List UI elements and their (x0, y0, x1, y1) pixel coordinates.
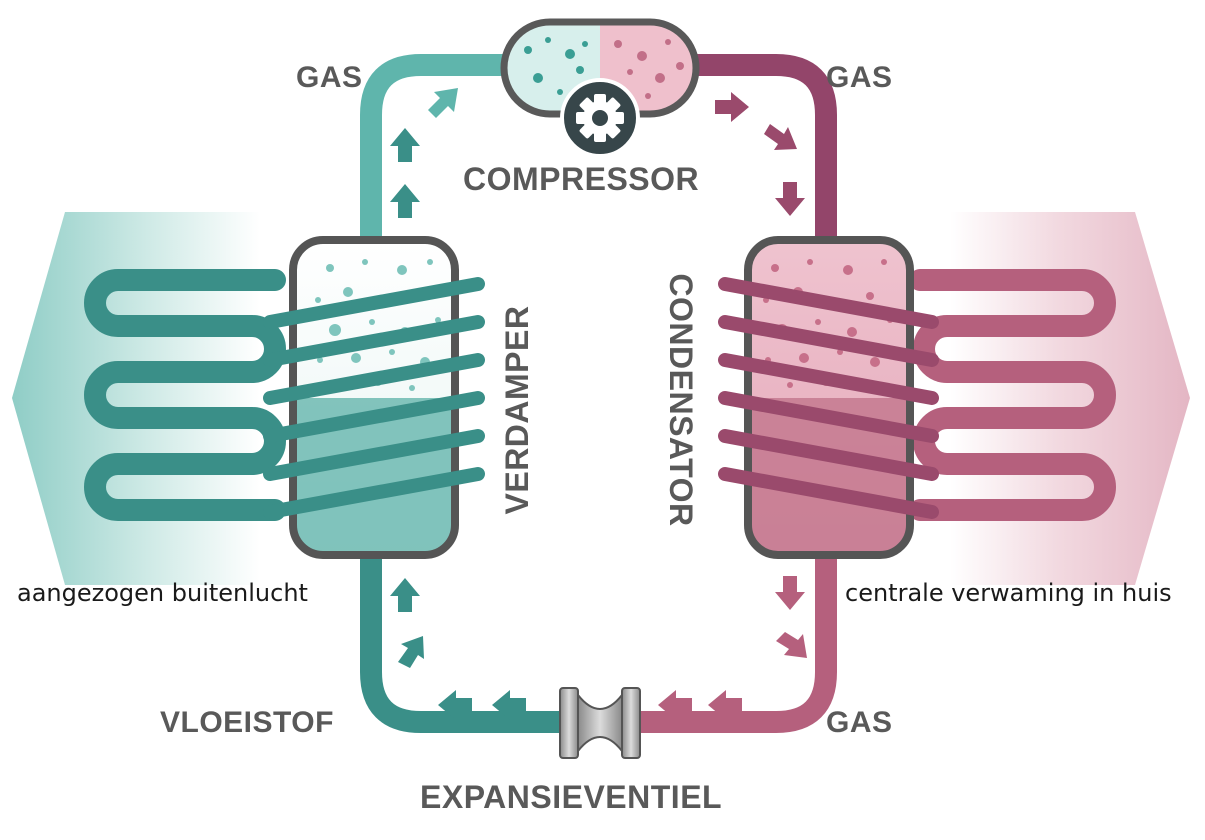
flow-arrows-warm (658, 92, 807, 720)
gas-line-to-valve (629, 534, 837, 733)
evaporator-helix (263, 277, 485, 519)
flow-arrows-cold (390, 88, 526, 720)
indoor-heat-exchanger-coil (909, 269, 1116, 521)
condenser-helix (718, 277, 939, 519)
evaporator-label: VERDAMPER (499, 306, 535, 515)
central-heating-label: centrale verwaming in huis (845, 579, 1172, 607)
compressor-label: COMPRESSOR (463, 161, 699, 197)
valve-icon (559, 687, 641, 759)
liquid-line-from-valve (360, 534, 571, 733)
gas-label-top-right: GAS (826, 61, 893, 94)
gear-icon (560, 78, 640, 158)
gas-line-from-compressor (682, 54, 837, 261)
gas-label-top-left: GAS (296, 61, 363, 94)
outside-heat-exchanger-coil (84, 269, 286, 521)
gas-label-bottom-right: GAS (826, 706, 893, 739)
refrigerant-loop (360, 54, 837, 733)
expansion-valve-label: EXPANSIEVENTIEL (420, 779, 722, 815)
outside-air-area (12, 212, 260, 585)
indoor-heating-area (950, 212, 1190, 585)
condenser-label: CONDENSATOR (663, 273, 699, 526)
outside-air-label: aangezogen buitenlucht (17, 579, 308, 607)
gas-line-to-compressor (360, 54, 521, 261)
liquid-label: VLOEISTOF (160, 706, 334, 739)
